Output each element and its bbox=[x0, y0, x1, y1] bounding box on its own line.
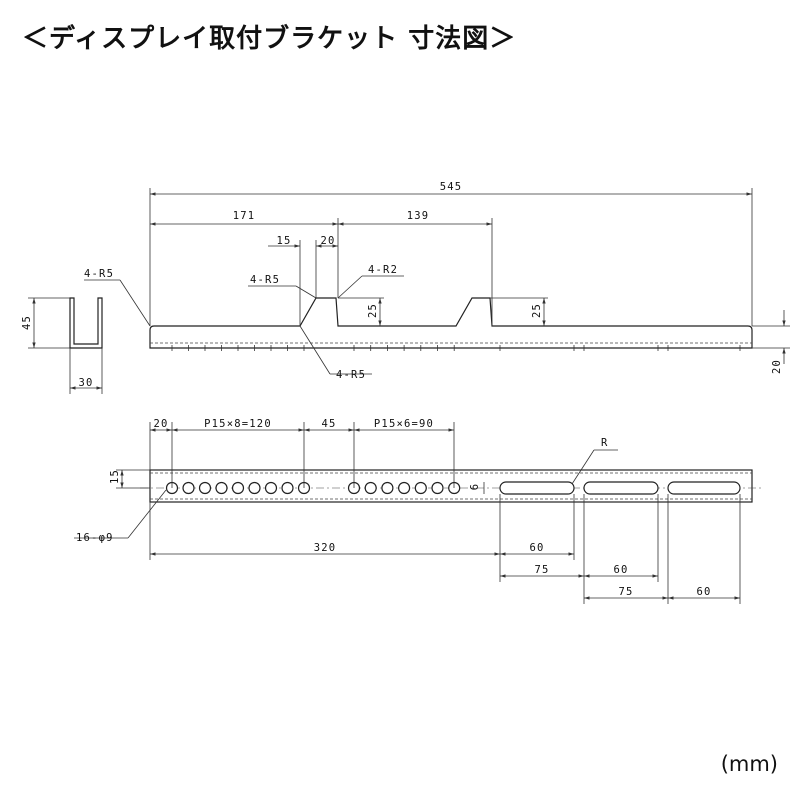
dim-slot-60-3: 60 bbox=[696, 586, 711, 598]
dim-20: 20 bbox=[320, 235, 335, 247]
callout-r: R bbox=[601, 437, 609, 449]
mount-hole bbox=[264, 481, 278, 495]
dim-30: 30 bbox=[78, 377, 93, 389]
dim-75-1: 75 bbox=[534, 564, 549, 576]
callout-4-r5-mid: 4-R5 bbox=[250, 274, 280, 286]
slot-2 bbox=[583, 481, 659, 495]
section-view: 45 30 bbox=[21, 297, 103, 394]
plan-view: 20 P15×8=120 45 P15×6=90 15 9 16-φ9 R 32… bbox=[74, 418, 762, 604]
mount-hole bbox=[381, 481, 394, 495]
dim-171: 171 bbox=[233, 210, 256, 222]
mount-hole bbox=[231, 481, 245, 495]
hole-group bbox=[165, 481, 461, 495]
dim-slot-60-1: 60 bbox=[529, 542, 544, 554]
page-title: ＜ディスプレイ取付ブラケット 寸法図＞ bbox=[22, 24, 517, 54]
dim-pitch-2: P15×6=90 bbox=[374, 418, 434, 430]
dim-20-thickness: 20 bbox=[771, 359, 783, 374]
mount-hole bbox=[414, 481, 427, 495]
mount-hole bbox=[281, 481, 294, 495]
dim-25-b: 25 bbox=[531, 303, 543, 318]
u-channel-outline bbox=[69, 297, 103, 349]
dim-25-a: 25 bbox=[367, 303, 379, 318]
plan-outline bbox=[149, 469, 753, 503]
dim-slot-9: 9 bbox=[467, 484, 479, 492]
slot-1 bbox=[499, 481, 575, 495]
slot-3 bbox=[667, 481, 741, 495]
dim-545: 545 bbox=[440, 181, 463, 193]
mount-hole bbox=[248, 481, 261, 495]
dim-pitch-1: P15×8=120 bbox=[204, 418, 272, 430]
callout-4-r5-left: 4-R5 bbox=[84, 268, 114, 280]
dim-75-2: 75 bbox=[618, 586, 633, 598]
mount-hole bbox=[182, 481, 195, 495]
mount-hole bbox=[431, 481, 444, 495]
side-view: 545 171 139 15 20 4-R5 4-R5 4-R2 4-R5 bbox=[84, 181, 790, 381]
side-ticks bbox=[171, 345, 741, 351]
side-profile-outline bbox=[149, 297, 753, 349]
callout-4-r2: 4-R2 bbox=[368, 264, 398, 276]
dim-320: 320 bbox=[314, 542, 337, 554]
callout-4-r5-bottom: 4-R5 bbox=[336, 369, 366, 381]
mount-hole bbox=[364, 481, 377, 495]
dim-slot-60-2: 60 bbox=[613, 564, 628, 576]
dim-plan-20: 20 bbox=[153, 418, 168, 430]
dim-15: 15 bbox=[276, 235, 291, 247]
callout-16-phi9: 16-φ9 bbox=[76, 532, 114, 544]
mount-hole bbox=[198, 481, 212, 495]
mount-hole bbox=[215, 481, 228, 495]
unit-label: (mm) bbox=[720, 752, 778, 776]
dim-139: 139 bbox=[407, 210, 430, 222]
mount-hole bbox=[398, 481, 411, 495]
dim-plan-15: 15 bbox=[109, 469, 121, 484]
dim-45: 45 bbox=[21, 315, 33, 330]
dim-plan-45: 45 bbox=[321, 418, 336, 430]
